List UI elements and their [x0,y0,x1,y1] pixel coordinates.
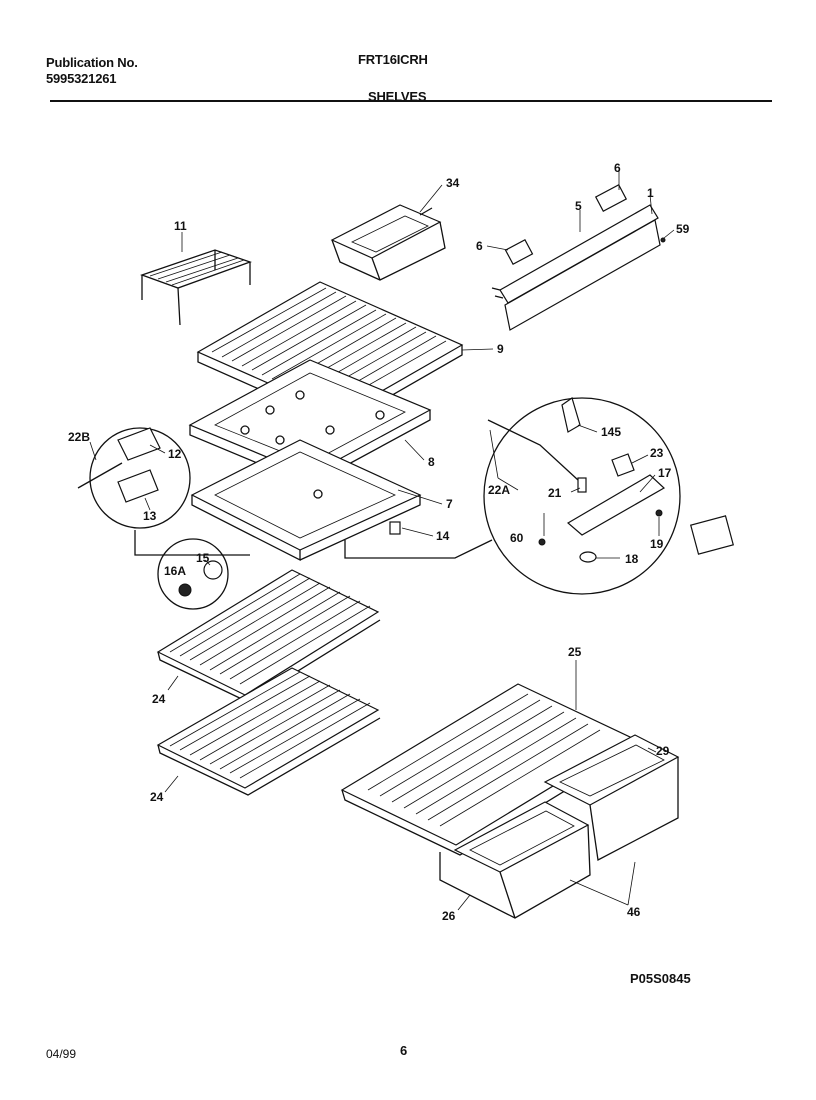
callout-21: 21 [548,486,562,500]
callout-145: 145 [601,425,621,439]
part-7-lower-frame [190,439,422,562]
callout-19: 19 [650,537,664,551]
callout-59: 59 [676,222,690,236]
callout-22a: 22A [488,483,510,497]
callout-17: 17 [658,466,672,480]
callout-18: 18 [625,552,639,566]
callout-22b: 22B [68,430,90,444]
part-24-wire-shelf-lower [156,667,381,796]
part-29-crisper-drawer-right [543,734,680,862]
callout-25: 25 [568,645,582,659]
drawing-code: P05S0845 [630,971,691,986]
footer-page-number: 6 [400,1043,407,1058]
header-rule [50,100,772,102]
callout-7: 7 [446,497,453,511]
callout-23: 23 [650,446,664,460]
callout-15: 15 [196,551,210,565]
callout-34: 34 [446,176,460,190]
publication-number: 5995321261 [46,71,117,86]
detail-circle-left [77,427,250,556]
callout-24-lower: 24 [150,790,164,804]
callout-24-upper: 24 [152,692,166,706]
callout-9: 9 [497,342,504,356]
detail-circle-right [344,397,735,595]
callout-14: 14 [436,529,450,543]
callout-8: 8 [428,455,435,469]
callout-6-top: 6 [614,161,621,175]
callout-16a: 16A [164,564,186,578]
model-number: FRT16ICRH [358,52,428,67]
publication-label: Publication No. [46,55,138,70]
callout-29: 29 [656,744,670,758]
leader-lines [89,170,675,911]
callout-11: 11 [174,219,187,233]
callout-26: 26 [442,909,456,923]
callout-6-left: 6 [476,239,483,253]
part-24-wire-shelf-upper [156,569,381,703]
detail-circle-small [157,538,229,610]
callout-1: 1 [647,186,654,200]
part-14-clip [389,521,401,535]
callout-60: 60 [510,531,524,545]
callout-5: 5 [575,199,582,213]
part-1-5-bracket [491,184,666,331]
callout-46: 46 [627,905,641,919]
callout-13: 13 [143,509,157,523]
part-11-wire-rack [140,249,252,326]
part-26-crisper-drawer-left [439,801,591,919]
footer-date: 04/99 [46,1047,76,1061]
part-34-bin [330,204,446,281]
callout-12: 12 [168,447,182,461]
